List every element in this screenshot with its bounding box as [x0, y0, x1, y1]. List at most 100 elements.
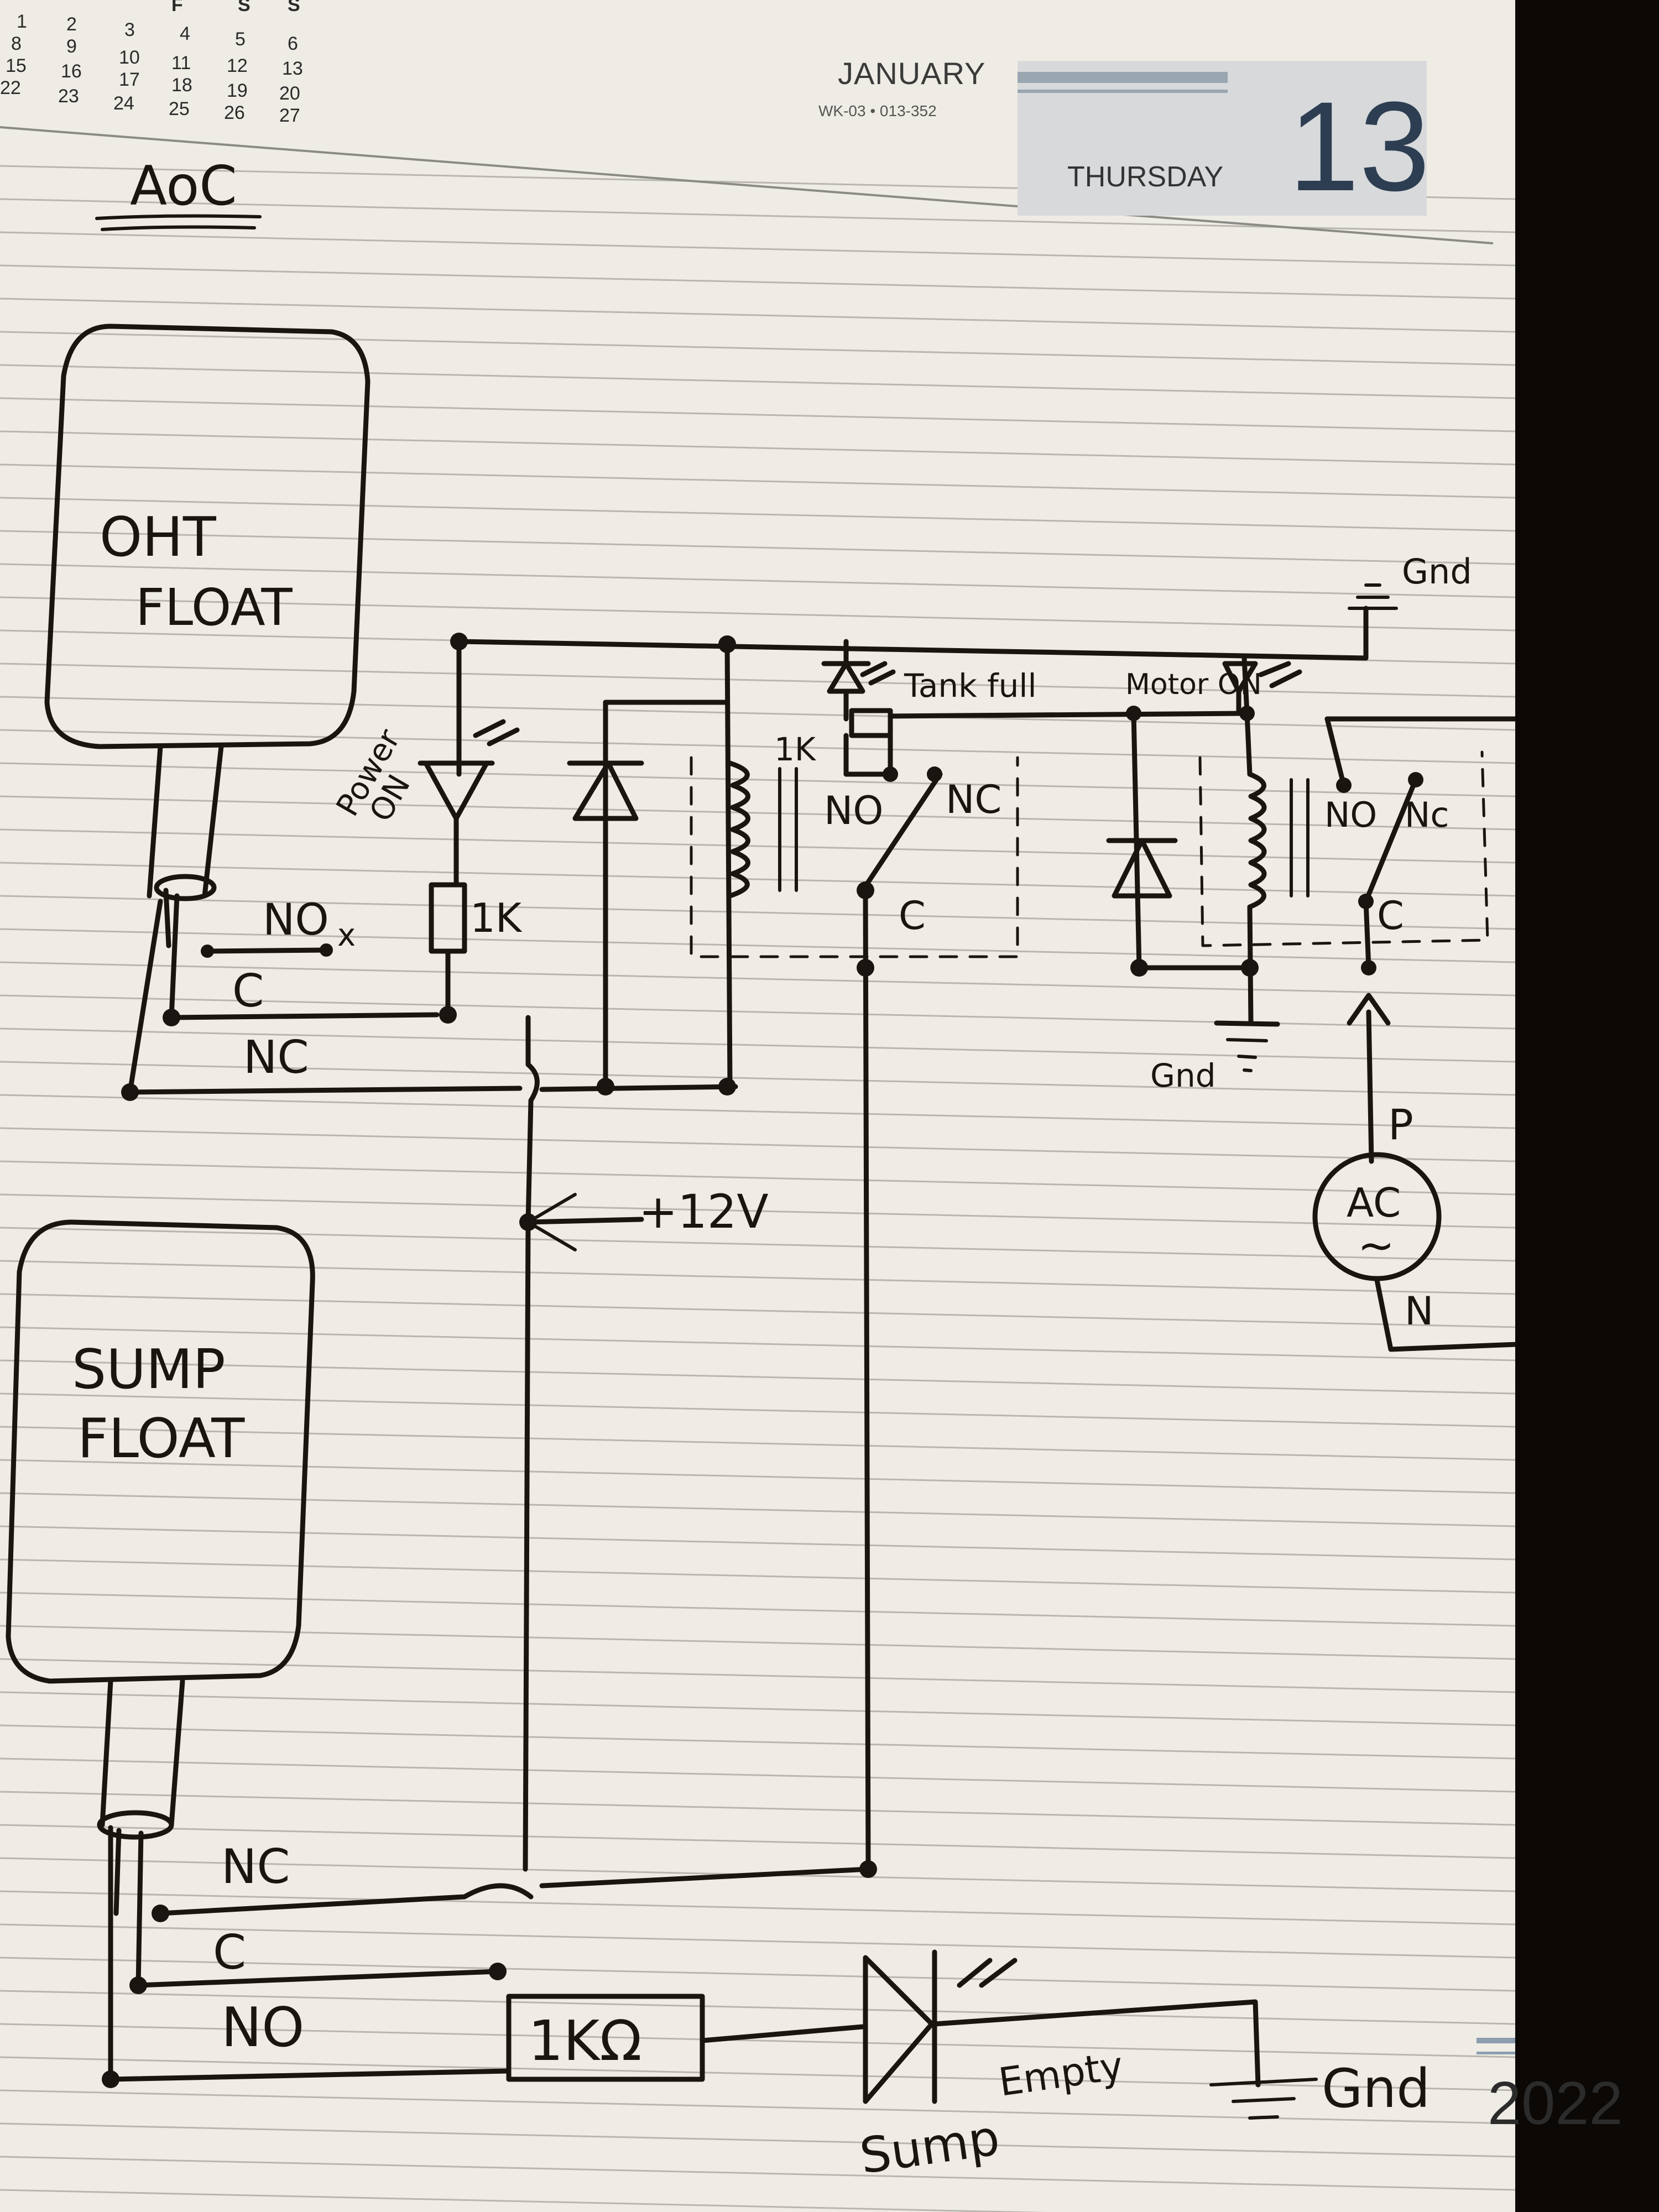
calendar-date: 25	[169, 98, 190, 119]
relay1-diode	[572, 760, 639, 821]
date-stripe	[1018, 72, 1228, 83]
calendar-date: 9	[66, 36, 77, 57]
calendar-date: 10	[119, 47, 140, 68]
ruled-line	[0, 1392, 1515, 1428]
calendar-date: 2	[66, 14, 77, 35]
sump-float-body	[6, 1219, 315, 1684]
ruled-line	[0, 264, 1515, 300]
relay2-diode	[1112, 838, 1172, 899]
year-stripe	[1477, 2038, 1515, 2043]
tank-full-label: Tank full	[904, 667, 1037, 705]
calendar-date: 27	[279, 105, 300, 126]
calendar-date: 4	[180, 23, 190, 44]
resistor-sump-label: 1KΩ	[528, 2008, 642, 2073]
ruled-line	[0, 1227, 1515, 1262]
ruled-line	[0, 2156, 1515, 2191]
ruled-line	[0, 1558, 1515, 1594]
ruled-line	[0, 1061, 1515, 1096]
day-number: 13	[1288, 75, 1430, 217]
oht-float-label: FLOAT	[135, 578, 293, 637]
sump-nc-label: NC	[221, 1839, 290, 1895]
ruled-line	[0, 2056, 1515, 2091]
calendar-date: 22	[0, 77, 21, 98]
ruled-line	[0, 1127, 1515, 1162]
calendar-row: 22 23 24 25 26 27	[0, 77, 321, 126]
ruled-line	[0, 231, 1515, 267]
ruled-line	[0, 1625, 1515, 1660]
calendar-date: 18	[171, 75, 192, 96]
ruled-line	[0, 397, 1515, 432]
calendar-date: 16	[61, 61, 82, 82]
supply-label: +12V	[639, 1185, 769, 1239]
calendar-date: 17	[119, 69, 140, 90]
ruled-line	[0, 895, 1515, 930]
ruled-line	[0, 2023, 1515, 2058]
sump-float-label: SUMP	[72, 1338, 226, 1401]
oht-float-body	[44, 324, 371, 749]
ruled-line	[0, 1525, 1515, 1561]
resistor-relay-label: 1K	[774, 731, 817, 768]
weekday-label: THURSDAY	[1067, 161, 1224, 193]
ruled-line	[0, 1260, 1515, 1295]
sump-empty-led	[863, 1955, 935, 2104]
ruled-line	[0, 1492, 1515, 1527]
ruled-line	[0, 1957, 1515, 1992]
sump-empty-label: Empty	[996, 2043, 1126, 2105]
ruled-line	[0, 1658, 1515, 1693]
phase-label: P	[1388, 1100, 1413, 1149]
ruled-line	[0, 1293, 1515, 1328]
relay1-no-label: NO	[824, 788, 883, 833]
resistor-1k-label: 1K	[470, 895, 523, 941]
ruled-line	[0, 1691, 1515, 1726]
ground-label: Gnd	[1322, 2058, 1430, 2120]
calendar-date: 8	[11, 33, 22, 54]
ruled-line	[0, 596, 1515, 632]
ruled-line	[0, 364, 1515, 399]
resistor-sump	[506, 1994, 705, 2082]
ground-label: Gnd	[1150, 1057, 1216, 1094]
calendar-date: 23	[58, 86, 79, 107]
ruled-line	[0, 530, 1515, 565]
sump-no-label: NO	[221, 1996, 304, 2059]
calendar-date: 13	[282, 58, 303, 79]
relay1-c-label: C	[899, 893, 926, 938]
resistor-relay	[849, 708, 893, 738]
ruled-line	[0, 1160, 1515, 1196]
ruled-line	[0, 1791, 1515, 1826]
power-on-led	[423, 760, 489, 821]
ground-label: Gnd	[1402, 551, 1472, 592]
calendar-header: F S S	[0, 0, 321, 17]
ruled-line	[0, 430, 1515, 466]
ruled-line	[0, 928, 1515, 963]
ruled-line	[0, 1592, 1515, 1627]
planner-page: F S S 1 2 3 4 5 6 8 9 10 11 12 13 15 16 …	[0, 0, 1515, 2212]
ruled-line	[0, 696, 1515, 731]
ruled-line	[0, 1359, 1515, 1395]
ruled-line	[0, 1724, 1515, 1760]
ruled-line	[0, 1923, 1515, 1959]
ac-label: AC	[1347, 1180, 1401, 1226]
ruled-line	[0, 2122, 1515, 2158]
relay1-coil	[727, 760, 750, 899]
tank-full-led	[827, 661, 865, 694]
relay2-c-label: C	[1377, 893, 1404, 938]
week-label: WK-03 • 013-352	[818, 102, 937, 119]
calendar-date: 15	[6, 55, 27, 76]
calendar-date: 12	[227, 55, 248, 76]
oht-no-mark: x	[337, 917, 356, 953]
calendar-date: 11	[171, 53, 191, 74]
calendar-day-header: F	[171, 0, 183, 15]
calendar-date: 20	[279, 83, 300, 104]
oht-float-label: OHT	[100, 506, 217, 569]
calendar-date: 6	[288, 33, 298, 54]
month-label: JANUARY	[838, 56, 986, 91]
calendar-date: 3	[124, 19, 135, 40]
calendar-date: 24	[113, 93, 134, 114]
ruled-line	[0, 198, 1515, 233]
ruled-line	[0, 1193, 1515, 1229]
ac-wave: ~	[1358, 1220, 1395, 1271]
ruled-line	[0, 2189, 1048, 2212]
relay2-nc-label: Nc	[1405, 795, 1449, 835]
calendar-date: 19	[227, 80, 248, 101]
calendar-date: 1	[17, 11, 27, 32]
